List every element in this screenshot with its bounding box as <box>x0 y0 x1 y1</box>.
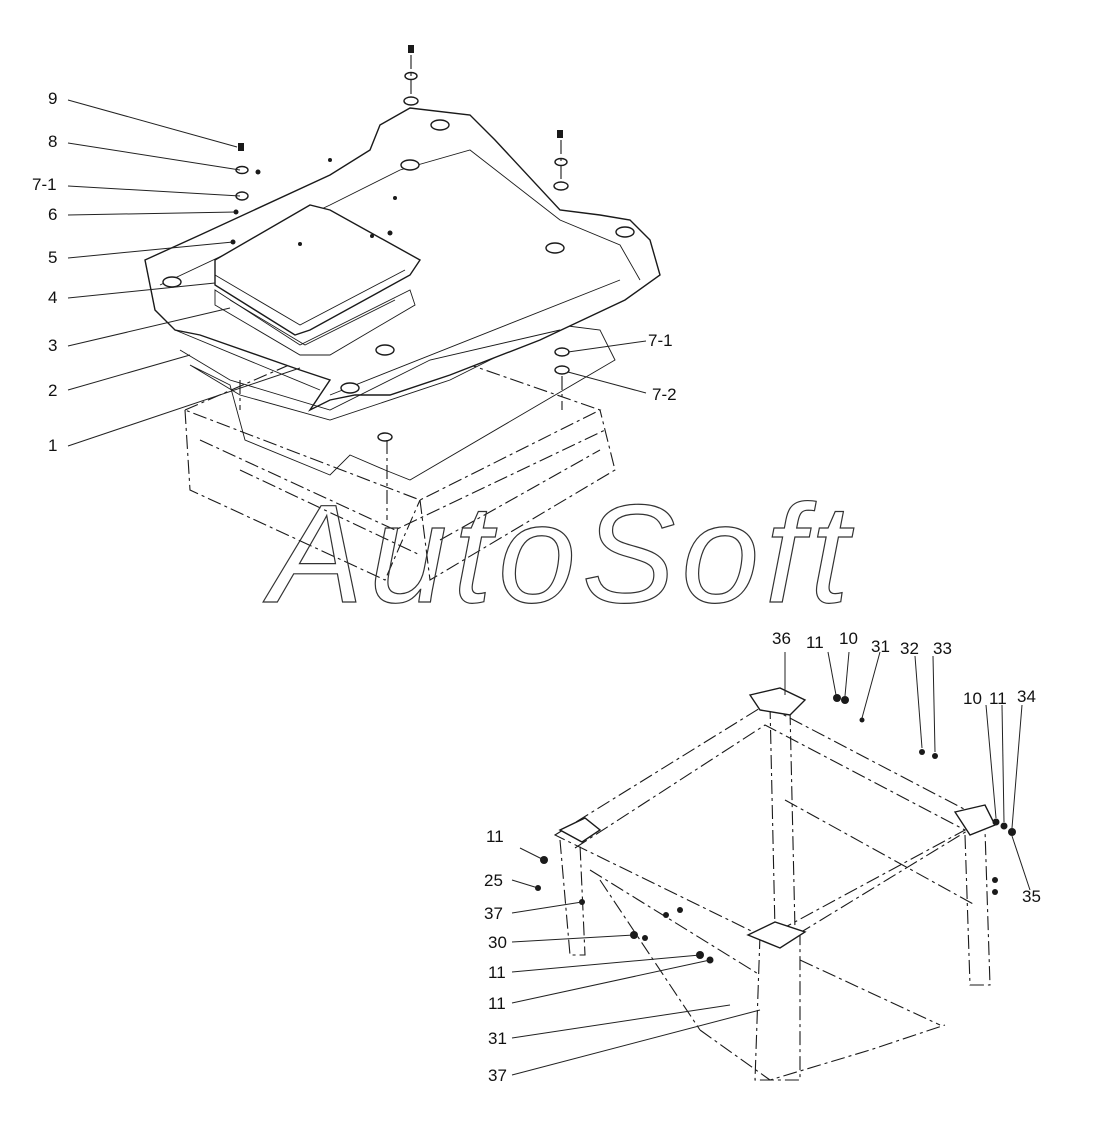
callout-10-right: 10 <box>963 689 982 708</box>
lower-fasteners <box>535 694 1016 964</box>
callout-33: 33 <box>933 639 952 658</box>
callout-11-right: 11 <box>989 689 1007 708</box>
watermark-logo: AutoSoft <box>263 475 855 632</box>
callout-32: 32 <box>900 639 919 658</box>
hatch-panel <box>214 204 422 336</box>
callout-34: 34 <box>1017 687 1036 706</box>
exploded-fasteners <box>230 45 570 520</box>
callout-8: 8 <box>48 132 57 151</box>
gasket-ring <box>189 324 616 481</box>
callout-7-1: 7-1 <box>32 175 57 194</box>
lower-callouts: 36 11 10 31 32 33 10 11 34 35 11 25 37 3… <box>484 629 1041 1085</box>
lower-leaders <box>511 651 1031 1076</box>
callout-11-top: 11 <box>806 633 824 652</box>
floor-mat <box>179 329 561 411</box>
hatch-frame <box>214 289 416 356</box>
callout-37-lower: 37 <box>488 1066 507 1085</box>
callout-11-lower-a: 11 <box>488 963 506 982</box>
callout-9: 9 <box>48 89 57 108</box>
callout-1: 1 <box>48 436 57 455</box>
callout-3: 3 <box>48 336 57 355</box>
callout-11-left: 11 <box>486 827 504 846</box>
callout-6: 6 <box>48 205 57 224</box>
callout-7-2: 7-2 <box>652 385 677 404</box>
callout-11-lower-b: 11 <box>488 994 506 1013</box>
callout-35: 35 <box>1022 887 1041 906</box>
callout-7-1-right: 7-1 <box>648 331 673 350</box>
callout-25: 25 <box>484 871 503 890</box>
upper-assembly: 9 8 7-1 6 5 4 3 2 1 7-1 7-2 <box>32 45 677 581</box>
callout-31-top: 31 <box>871 637 890 656</box>
callout-31-lower: 31 <box>488 1029 507 1048</box>
callout-37-left: 37 <box>484 904 503 923</box>
callout-4: 4 <box>48 288 57 307</box>
callout-36: 36 <box>772 629 791 648</box>
mounting-bosses <box>162 119 635 442</box>
upper-leaders <box>67 99 647 447</box>
callout-2: 2 <box>48 381 57 400</box>
callout-10-top: 10 <box>839 629 858 648</box>
callout-5: 5 <box>48 248 57 267</box>
lower-assembly: 36 11 10 31 32 33 10 11 34 35 11 25 37 3… <box>484 629 1041 1085</box>
upper-callouts: 9 8 7-1 6 5 4 3 2 1 7-1 7-2 <box>32 89 677 455</box>
callout-30: 30 <box>488 933 507 952</box>
support-frame <box>553 687 996 1081</box>
